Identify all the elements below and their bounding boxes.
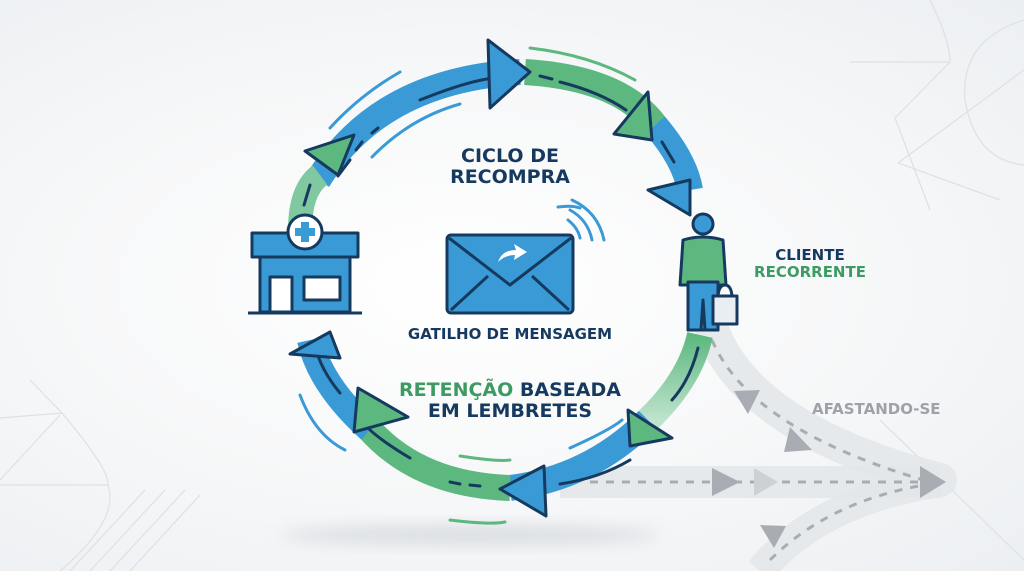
retention-word: RETENÇÃO (399, 379, 514, 401)
customer-with-bag-icon (678, 212, 739, 332)
trigger-label: GATILHO DE MENSAGEM (407, 325, 613, 343)
retention-line2: EM LEMBRETES (427, 400, 593, 423)
drift-arrowhead (754, 468, 778, 496)
drift-arrowhead (712, 468, 740, 496)
client-line2: RECORRENTE (754, 262, 866, 281)
cycle-title: CICLO DE RECOMPRA (420, 145, 600, 189)
send-arrow-icon (498, 244, 527, 262)
retention-label: RETENÇÃO BASEADA EM LEMBRETES (380, 379, 640, 423)
client-label: CLIENTE RECORRENTE (740, 247, 880, 281)
drift-label: AFASTANDO-SE (812, 400, 941, 418)
ring-accents (298, 46, 637, 525)
pharmacy-icon (248, 213, 362, 315)
client-line1: CLIENTE (775, 246, 845, 264)
ground-shadow (280, 525, 660, 545)
envelope-send-icon (445, 233, 575, 315)
signal-icon (566, 198, 606, 242)
drift-arrowhead (920, 466, 946, 498)
drift-arrowhead (760, 525, 786, 548)
drift-arrowhead (734, 390, 760, 414)
drift-arrowhead (784, 427, 812, 452)
cycle-title-line2: RECOMPRA (450, 166, 570, 189)
drift-paths (560, 313, 957, 571)
retention-rest: BASEADA (513, 379, 621, 401)
cycle-title-line1: CICLO DE (461, 145, 559, 167)
ring-arrowheads (288, 38, 692, 518)
